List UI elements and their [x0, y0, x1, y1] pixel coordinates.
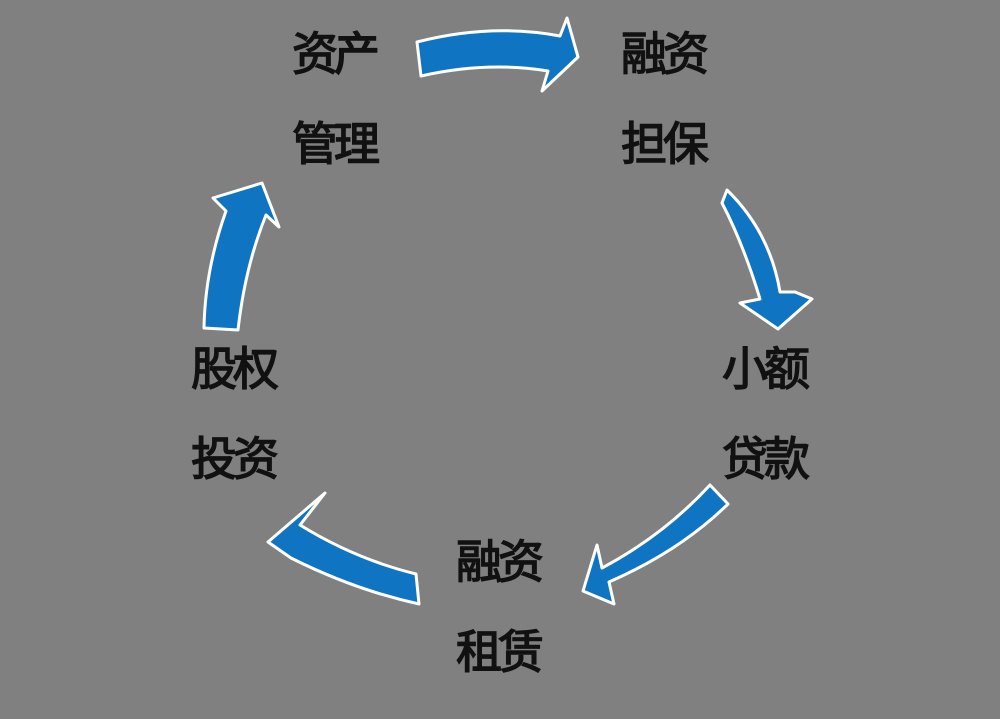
- node-micro-loan: 小额 贷款: [704, 339, 824, 499]
- curved-up-arrow-icon: [202, 181, 281, 332]
- node-label-line-2: 贷款: [722, 432, 810, 486]
- node-financial-leasing: 融资 租赁: [438, 532, 558, 692]
- node-financing-guarantee: 融资 担保: [603, 24, 723, 184]
- node-label-line-1: 资产: [292, 27, 380, 81]
- node-label-line-1: 股权: [191, 342, 279, 396]
- node-label-line-2: 担保: [621, 117, 709, 171]
- node-label-line-1: 小额: [722, 342, 810, 396]
- node-label-line-2: 投资: [191, 432, 279, 486]
- curved-down-arrow-icon: [720, 188, 814, 331]
- curved-right-arrow-icon: [415, 16, 580, 93]
- curved-left-arrow-icon: [266, 491, 421, 606]
- node-label-line-2: 租赁: [456, 625, 544, 679]
- node-label-line-2: 管理: [292, 117, 380, 171]
- node-equity-investment: 股权 投资: [173, 339, 293, 499]
- node-label-line-1: 融资: [621, 27, 709, 81]
- node-asset-management: 资产 管理: [274, 24, 394, 184]
- curved-left-arrow-icon: [581, 483, 730, 606]
- node-label-line-1: 融资: [456, 535, 544, 589]
